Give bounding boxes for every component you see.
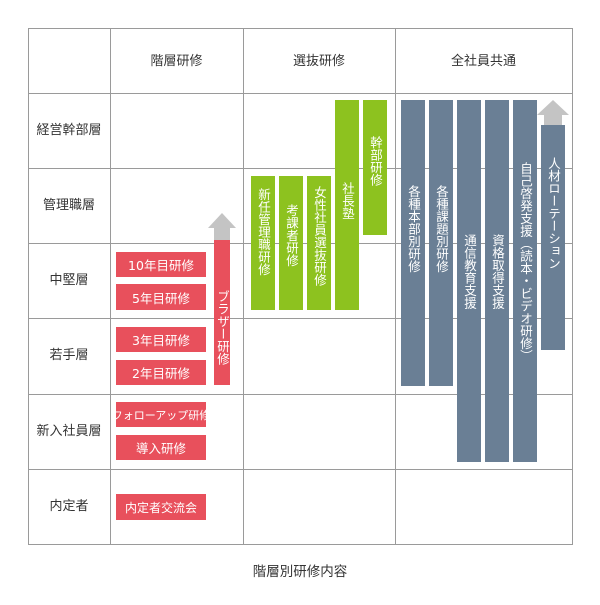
row-label-junior: 若手層 bbox=[49, 348, 89, 363]
rotation-arrow-head bbox=[537, 100, 569, 115]
training-brother: ブラザー研修 bbox=[214, 240, 230, 385]
training-evaluator: 考課者研修 bbox=[279, 176, 303, 310]
training-women-selective: 女性社員選抜研修 bbox=[307, 176, 331, 310]
header-tiered: 階層研修 bbox=[150, 54, 203, 69]
support-correspondence: 通信教育支援 bbox=[457, 100, 481, 462]
figure-caption: 階層別研修内容 bbox=[252, 564, 348, 580]
training-10th-year: 10年目研修 bbox=[116, 252, 206, 277]
training-follow-up: フォローアップ研修 bbox=[112, 402, 210, 427]
training-each-theme: 各種課題別研修 bbox=[429, 100, 453, 386]
row-label-offer: 内定者 bbox=[49, 499, 89, 514]
training-5th-year: 5年目研修 bbox=[116, 284, 206, 310]
training-2nd-year: 2年目研修 bbox=[116, 360, 206, 385]
training-president-school: 社長塾 bbox=[335, 100, 359, 310]
row-label-new-hire: 新入社員層 bbox=[36, 424, 102, 439]
brother-arrow-head bbox=[208, 213, 236, 228]
header-common: 全社員共通 bbox=[450, 54, 516, 69]
training-3rd-year: 3年目研修 bbox=[116, 327, 206, 352]
hr-rotation: 人材ローテーション bbox=[541, 125, 565, 350]
header-selective: 選抜研修 bbox=[292, 54, 345, 69]
support-certification: 資格取得支援 bbox=[485, 100, 509, 462]
training-new-manager: 新任管理職研修 bbox=[251, 176, 275, 310]
support-self-development: 自己啓発支援（読本・ビデオ研修） bbox=[513, 100, 537, 462]
training-executive: 幹部研修 bbox=[363, 100, 387, 235]
row-label-mid: 中堅層 bbox=[49, 273, 89, 288]
row-label-manager: 管理職層 bbox=[42, 198, 95, 213]
training-offer-exchange: 内定者交流会 bbox=[116, 494, 206, 520]
training-introduction: 導入研修 bbox=[116, 435, 206, 460]
row-label-executive: 経営幹部層 bbox=[36, 123, 102, 138]
training-each-department: 各種本部別研修 bbox=[401, 100, 425, 386]
